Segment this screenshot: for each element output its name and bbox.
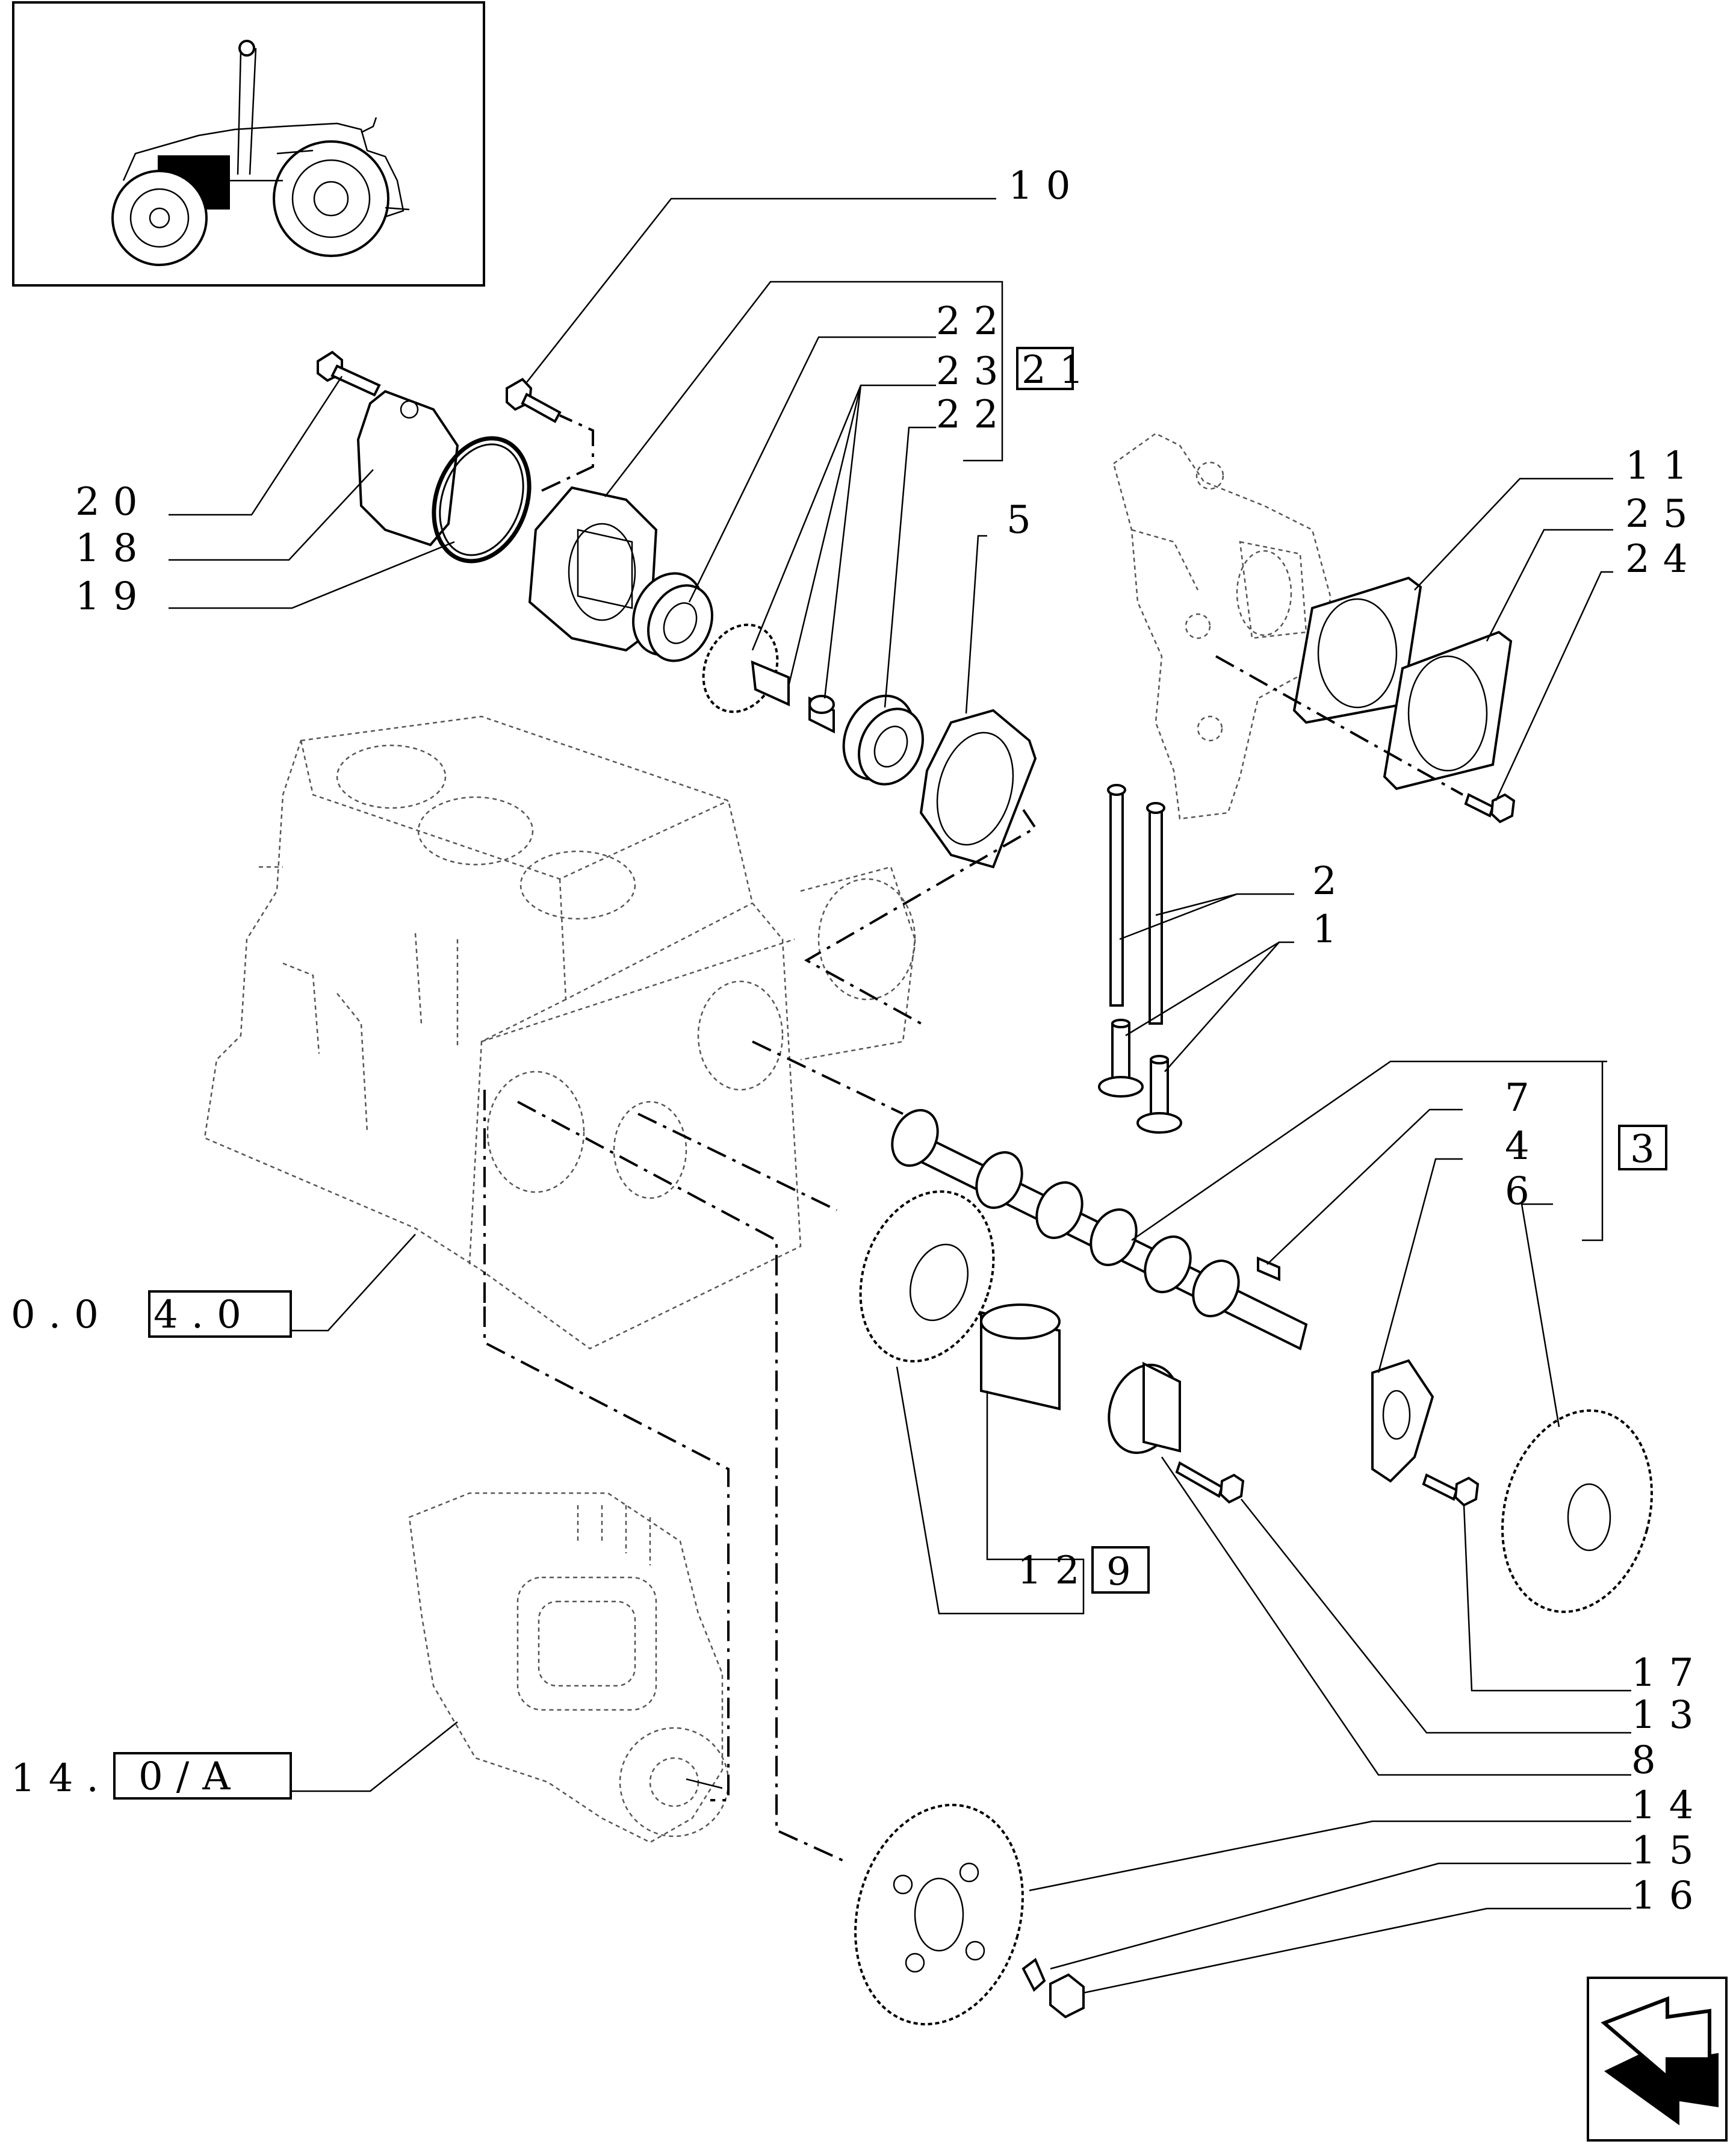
screw-20[interactable]: [317, 350, 381, 397]
engine-block-reference-boxed: 4.0: [153, 1293, 255, 1337]
label-6: 6: [1505, 1169, 1543, 1214]
cover-plate-18[interactable]: [356, 390, 459, 547]
injection-pump-reference-boxed: 0/A: [138, 1754, 244, 1799]
label-20: 20: [75, 480, 150, 524]
label-22b: 22: [936, 393, 1011, 437]
label-23: 23: [936, 349, 1011, 394]
screw-17[interactable]: [1422, 1473, 1480, 1507]
reference-box-21[interactable]: 21: [1016, 347, 1097, 393]
label-15: 15: [1631, 1828, 1707, 1873]
label-7: 7: [1505, 1076, 1543, 1120]
label-17: 17: [1631, 1651, 1707, 1695]
screw-24[interactable]: [1464, 793, 1516, 824]
label-24: 24: [1625, 537, 1700, 582]
label-4: 4: [1505, 1124, 1543, 1169]
reference-box-9[interactable]: 9: [1091, 1546, 1150, 1594]
label-21: 21: [1021, 348, 1097, 393]
label-3: 3: [1630, 1127, 1668, 1172]
bushing[interactable]: [980, 1303, 1061, 1411]
tappet-1b[interactable]: [1136, 1055, 1182, 1134]
label-25: 25: [1625, 492, 1700, 536]
injection-pump-outline: [408, 1492, 730, 1844]
plate-25[interactable]: [1383, 630, 1513, 791]
push-rod-2a[interactable]: [1107, 784, 1126, 1007]
tractor-icon: [111, 40, 410, 266]
reference-box-3[interactable]: 3: [1618, 1125, 1668, 1172]
camshaft[interactable]: [884, 1103, 1308, 1350]
label-1: 1: [1312, 907, 1350, 952]
label-18: 18: [75, 526, 150, 571]
spacer[interactable]: [808, 695, 835, 734]
key-7[interactable]: [1257, 1256, 1280, 1282]
gear-23[interactable]: [690, 613, 792, 724]
cam-gear[interactable]: [838, 1173, 1017, 1380]
label-8: 8: [1631, 1738, 1669, 1783]
tappet-1a[interactable]: [1098, 1019, 1144, 1098]
part-labels: 10 22 23 22 21 20 18 19 5 11 25 24 2 1 7…: [75, 164, 1707, 1918]
injection-pump-reference-prefix: 14.: [11, 1756, 112, 1801]
screw-10[interactable]: [506, 377, 562, 423]
label-14: 14: [1631, 1783, 1707, 1828]
cam-gear-6[interactable]: [1481, 1394, 1673, 1629]
thrust-plate-4[interactable]: [1371, 1359, 1434, 1483]
label-2: 2: [1312, 859, 1350, 904]
tractor-location-thumbnail[interactable]: [12, 1, 485, 287]
previous-page-arrow-icon[interactable]: [1587, 1977, 1728, 2142]
o-ring-19[interactable]: [418, 425, 546, 575]
leader-lines: [169, 197, 1631, 1994]
label-5: 5: [1006, 498, 1044, 542]
label-22a: 22: [936, 299, 1011, 344]
bearing-22b[interactable]: [831, 685, 935, 795]
screw-13[interactable]: [1175, 1461, 1245, 1504]
injection-pump-reference[interactable]: 14. 0/A: [11, 1752, 292, 1801]
label-9: 9: [1106, 1550, 1144, 1594]
label-16: 16: [1631, 1874, 1707, 1918]
engine-block-reference-prefix: 0.0: [11, 1293, 112, 1337]
engine-block-reference[interactable]: 0.0 4.0: [11, 1290, 292, 1338]
assembly-axes: [483, 414, 1463, 1862]
label-12: 12: [1017, 1549, 1093, 1593]
engine-block-outline: [203, 715, 916, 1350]
label-19: 19: [75, 574, 150, 619]
hub-8[interactable]: [1097, 1355, 1191, 1463]
pump-gear-14[interactable]: [832, 1786, 1047, 2043]
label-10: 10: [1008, 164, 1083, 208]
washer-15[interactable]: [1021, 1957, 1046, 1992]
gasket-5[interactable]: [919, 709, 1037, 869]
timing-housing-outline: [1112, 432, 1331, 820]
label-11: 11: [1625, 444, 1700, 488]
bearing-22a[interactable]: [621, 562, 724, 671]
nut-16[interactable]: [1049, 1973, 1085, 2019]
label-13: 13: [1631, 1693, 1707, 1738]
